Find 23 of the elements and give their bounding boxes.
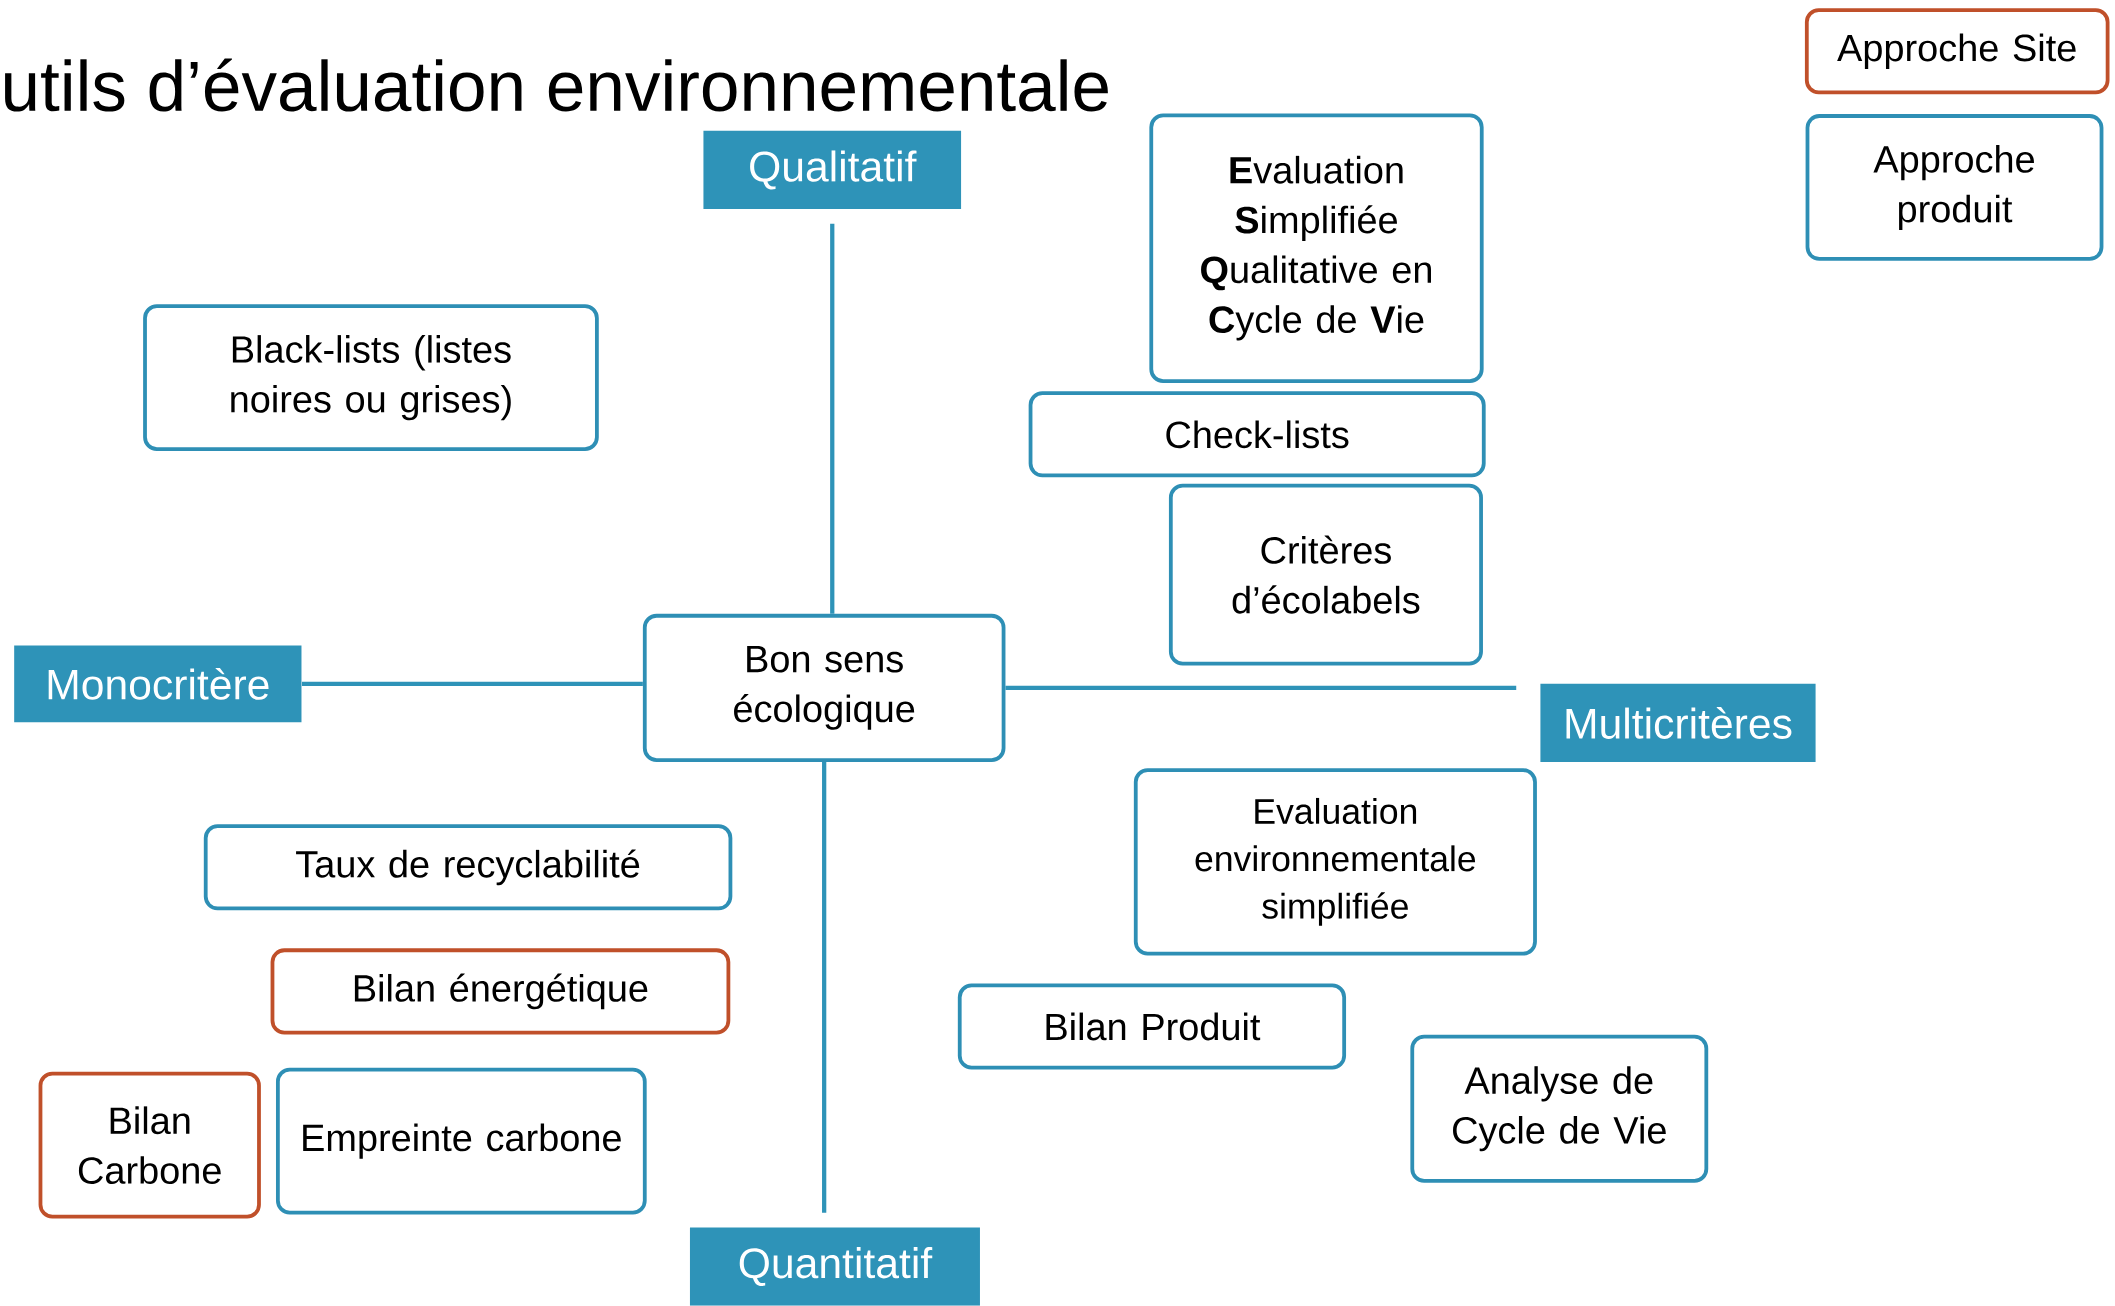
- method-box: Evaluation environnementale simplifiée: [1133, 768, 1537, 956]
- key-box: Approche Site: [1804, 8, 2110, 95]
- axis-line: [822, 762, 827, 1213]
- axis-header: Monocritère: [14, 645, 302, 723]
- axis-header: Multicritères: [1540, 684, 1816, 763]
- key-box: Approche produit: [1805, 114, 2104, 262]
- axis-line: [830, 223, 835, 614]
- method-box: Check-lists: [1028, 391, 1486, 478]
- method-box: Taux de recyclabilité: [203, 824, 733, 911]
- center-box: Bon sens écologique: [642, 614, 1006, 763]
- method-box: Critères d’écolabels: [1168, 483, 1483, 666]
- title: utils d’évaluation environnementale: [5, 58, 1108, 112]
- method-box: Black-lists (listes noires ou grises): [143, 304, 599, 452]
- method-box: Empreinte carbone: [276, 1067, 647, 1215]
- axis-header: Quantitatif: [689, 1227, 980, 1306]
- method-box: Evaluation Simplifiée Qualitative en Cycle de Vie: [1149, 113, 1484, 384]
- method-box: Analyse de Cycle de Vie: [1410, 1034, 1709, 1183]
- method-box: Bilan Carbone: [38, 1071, 261, 1219]
- method-box: Bilan énergétique: [270, 948, 731, 1035]
- axis-line: [1005, 685, 1517, 691]
- axis-header: Qualitatif: [703, 131, 962, 210]
- axis-line: [301, 681, 643, 687]
- method-box: Bilan Produit: [957, 983, 1347, 1070]
